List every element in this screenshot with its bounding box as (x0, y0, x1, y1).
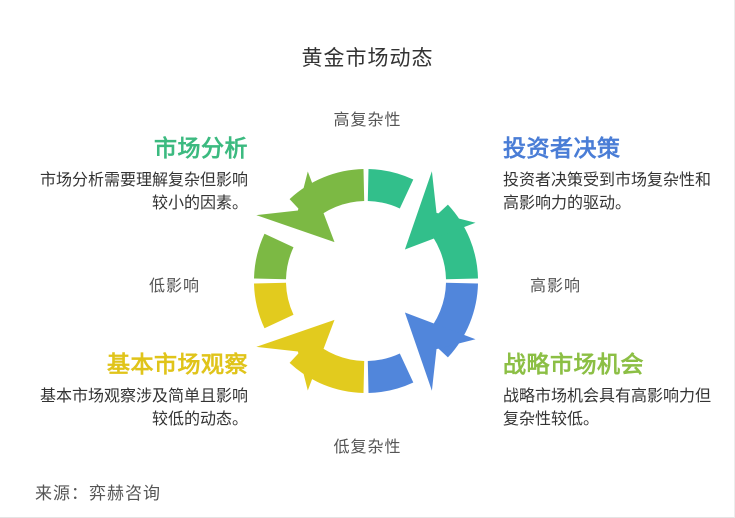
axis-label-high-impact: 高影响 (530, 278, 582, 295)
quadrant-heading: 战略市场机会 (503, 351, 644, 377)
description-line: 基本市场观察涉及简单且影响 (39, 388, 248, 405)
description-line: 市场分析需要理解复杂但影响 (39, 172, 248, 189)
quadrant-investor-decision: 投资者决策 投资者决策受到市场复杂性和 高影响力的驱动。 (503, 135, 715, 215)
description-line: 复杂性较低。 (503, 411, 600, 428)
description-line: 较小的因素。 (151, 195, 248, 212)
ring-segment-top-left (254, 233, 294, 280)
quadrant-description: 投资者决策受到市场复杂性和 高影响力的驱动。 (503, 169, 715, 215)
axis-label-low-impact: 低影响 (148, 278, 200, 295)
quadrant-description: 基本市场观察涉及简单且影响 较低的动态。 (36, 385, 248, 431)
quadrant-heading: 基本市场观察 (107, 351, 248, 377)
quadrant-basic-market-observation: 基本市场观察 基本市场观察涉及简单且影响 较低的动态。 (36, 351, 248, 431)
axis-label-high-complexity: 高复杂性 (333, 112, 402, 129)
quadrant-heading: 市场分析 (154, 135, 248, 161)
ring-segment-top-right (367, 169, 414, 209)
quadrant-description: 战略市场机会具有高影响力但 复杂性较低。 (503, 385, 715, 431)
axis-label-low-complexity: 低复杂性 (333, 439, 402, 456)
cycle-arrows-diagram (254, 169, 478, 393)
source-note: 来源：弈赫咨询 (35, 484, 161, 503)
ring-segment-bottom-left (254, 282, 294, 329)
description-line: 较低的动态。 (151, 411, 248, 428)
description-line: 投资者决策受到市场复杂性和 (503, 172, 712, 189)
page-title: 黄金市场动态 (301, 47, 434, 70)
quadrant-strategic-market-opportunity: 战略市场机会 战略市场机会具有高影响力但 复杂性较低。 (503, 351, 715, 431)
ring-segment-bottom-right (404, 312, 476, 391)
quadrant-market-analysis: 市场分析 市场分析需要理解复杂但影响 较小的因素。 (36, 135, 248, 215)
quadrant-description: 市场分析需要理解复杂但影响 较小的因素。 (36, 169, 248, 215)
description-line: 高影响力的驱动。 (503, 195, 632, 212)
ring-segment-bottom-left (256, 319, 335, 391)
ring-segment-top-left (256, 171, 335, 243)
ring-segment-top-right (404, 171, 476, 250)
quadrant-heading: 投资者决策 (503, 135, 621, 161)
ring-segment-bottom-right (367, 353, 414, 393)
description-line: 战略市场机会具有高影响力但 (503, 388, 712, 405)
